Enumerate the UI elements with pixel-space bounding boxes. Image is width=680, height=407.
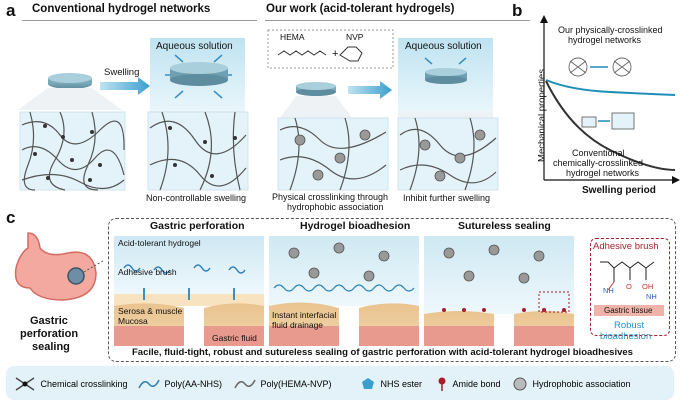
panel-a-left-title: Conventional hydrogel networks (32, 3, 211, 15)
swelling-label: Swelling (104, 67, 140, 78)
layer-serosa-label-2: Mucosa (118, 316, 148, 326)
panel-c-letter: c (6, 208, 16, 227)
layer-hydrogel-label: Acid-tolerant hydrogel (118, 238, 201, 248)
inset-nh: NH (603, 286, 614, 295)
step3-title: Sutureless sealing (458, 220, 551, 232)
panel-c-bottom-caption: Facile, fluid-tight, robust and suturele… (132, 347, 633, 358)
inset-oh: OH (642, 282, 654, 291)
panel-a-letter: a (6, 1, 16, 20)
conventional-curve (545, 80, 676, 171)
gray-chain-icon (234, 379, 256, 389)
legend-item-hema-nvp: Poly(HEMA-NVP) (234, 375, 331, 393)
inset-nh2: NH (646, 292, 657, 301)
layer-fluid-label: Gastric fluid (212, 333, 257, 343)
inset-robust-1: Robust (614, 320, 645, 331)
legend-item-chemical: Chemical crosslinking (14, 375, 127, 393)
panel-a-right-underline (265, 20, 530, 21)
legend-item-nhs: NHS ester (360, 375, 422, 393)
aqueous-label-left: Aqueous solution (156, 41, 233, 52)
panel-b-ylabel: Mechanical properties (536, 69, 548, 162)
stomach-label-2: perforation (20, 328, 79, 340)
inset-box (590, 238, 670, 336)
inset-robust-2: bioadhesion (600, 331, 652, 342)
legend-item-amide: Amide bond (436, 375, 501, 393)
caption-physical-2: hydrophobic association (287, 202, 384, 212)
panel-c-frame (108, 218, 676, 362)
legend-label-nhs: NHS ester (380, 378, 422, 389)
panel-b-xlabel: Swelling period (582, 185, 656, 196)
panel-a-left-underline (22, 20, 257, 21)
stomach-label-1: Gastric (30, 315, 68, 327)
nhs-ester-icon (362, 377, 374, 389)
small-hydrogel-disc-right (296, 82, 336, 96)
monomer-hema-label: HEMA (280, 32, 305, 42)
caption-physical-1: Physical crosslinking through (272, 192, 389, 202)
panel-b-letter: b (512, 1, 523, 20)
caption-inhibit: Inhibit further swelling (403, 193, 491, 203)
hydrophobic-association-icon (513, 377, 527, 391)
inset-tissue-label: Gastric tissue (604, 306, 653, 315)
stable-disc-right (425, 68, 467, 84)
panel-b-chart (540, 15, 680, 184)
inset-o: O (626, 282, 632, 291)
legend-bar (6, 366, 674, 400)
layer-serosa-label-1: Serosa & muscle (118, 306, 183, 316)
drainage-label-1: Instant interfacial (272, 310, 337, 320)
amide-bond-icon (438, 377, 446, 391)
our-hydrogel-label-1: Our physically-crosslinked (558, 25, 663, 35)
panel-a-illustration (18, 29, 499, 191)
plus-sign: + (332, 48, 339, 60)
monomer-nvp-label: NVP (346, 32, 364, 42)
conv-label-3: hydrogel networks (566, 168, 640, 178)
step2-title: Hydrogel bioadhesion (300, 220, 411, 232)
legend-label-amide: Amide bond (452, 378, 501, 389)
legend-label-chemical: Chemical crosslinking (40, 378, 128, 389)
panel-a-right-title: Our work (acid-tolerant hydrogels) (266, 3, 455, 15)
legend-label-hema-nvp: Poly(HEMA-NVP) (260, 378, 332, 389)
blue-chain-icon (138, 379, 160, 389)
legend-item-hydrophobic: Hydrophobic association (512, 375, 631, 393)
conv-label-1: Conventional (572, 148, 625, 158)
caption-noncontrollable: Non-controllable swelling (146, 193, 247, 203)
inset-title: Adhesive brush (593, 241, 659, 252)
panel-c-steps (114, 236, 574, 346)
step1-title: Gastric perforation (150, 220, 245, 232)
conv-label-2: chemically-crosslinked (553, 158, 644, 168)
layer-brush-label: Adhesive brush (118, 267, 177, 277)
legend-label-aa-nhs: Poly(AA-NHS) (164, 378, 222, 389)
inset-tissue-bar (594, 305, 664, 316)
ours-curve (545, 79, 676, 96)
drainage-label-2: fluid drainage (272, 320, 324, 330)
swollen-disc-left (170, 62, 228, 86)
inset-chemistry (600, 261, 655, 291)
stomach-label-3: sealing (32, 341, 70, 353)
legend-label-hydrophobic: Hydrophobic association (532, 378, 631, 389)
aqueous-label-right: Aqueous solution (405, 41, 482, 52)
our-hydrogel-label-2: hydrogel networks (568, 35, 642, 45)
small-hydrogel-disc-left (48, 73, 92, 89)
chemical-crosslink-icon (15, 377, 35, 391)
stomach-illustration (14, 232, 103, 301)
legend-item-aa-nhs: Poly(AA-NHS) (138, 375, 222, 393)
